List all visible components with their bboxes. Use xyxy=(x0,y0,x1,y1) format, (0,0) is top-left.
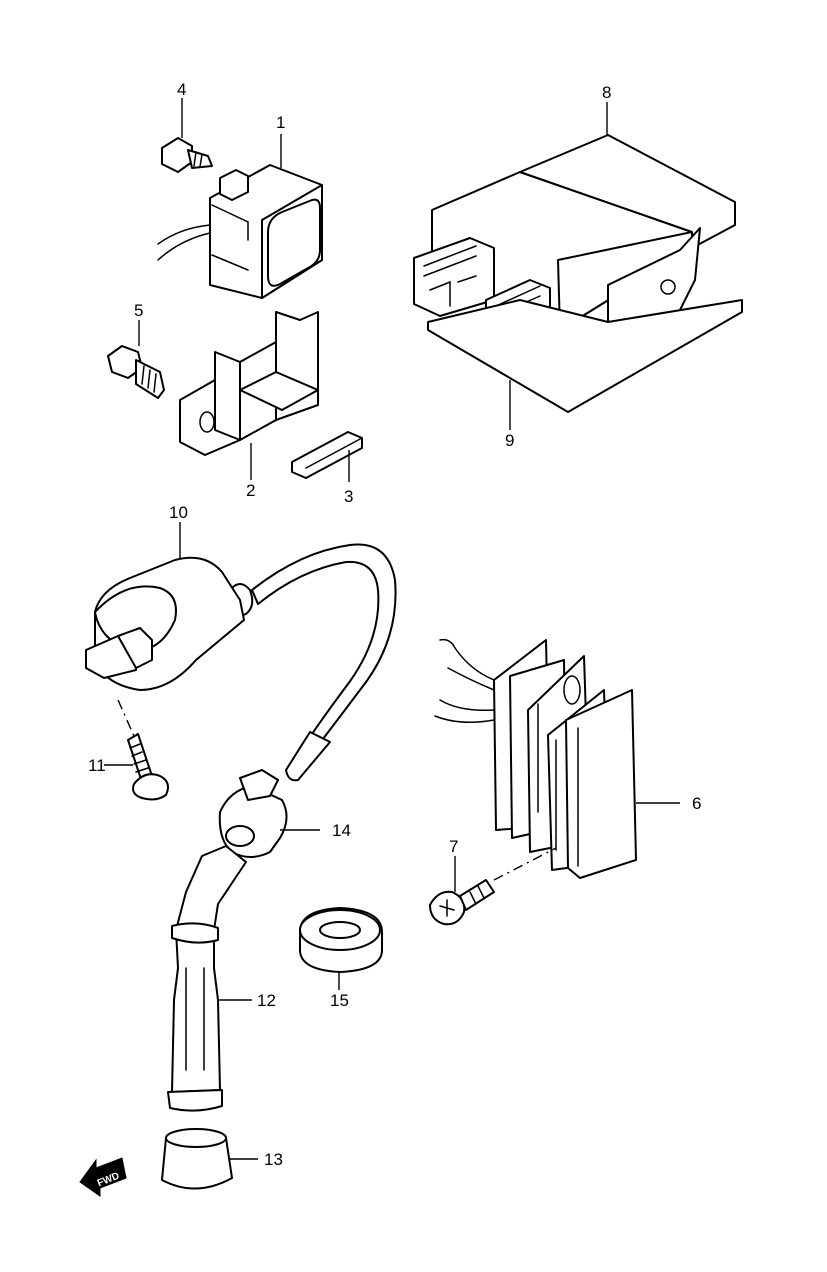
part-13-cap[interactable] xyxy=(161,1128,258,1190)
part-5-bolt[interactable] xyxy=(107,320,165,399)
part-2-bracket[interactable] xyxy=(179,311,319,480)
part-10-ignition-coil[interactable] xyxy=(85,522,397,782)
callout-14: 14 xyxy=(332,821,351,840)
callout-10: 10 xyxy=(169,503,188,522)
part-3-tube[interactable] xyxy=(291,431,363,482)
callout-2: 2 xyxy=(246,481,255,500)
part-11-screw[interactable] xyxy=(104,699,169,801)
part-14-cap-connector[interactable] xyxy=(218,769,320,858)
part-1-relay[interactable] xyxy=(157,134,323,299)
callout-15: 15 xyxy=(330,991,349,1010)
part-7-screw[interactable] xyxy=(429,847,557,926)
callout-12: 12 xyxy=(257,991,276,1010)
part-9-pad[interactable] xyxy=(427,299,743,430)
callout-13: 13 xyxy=(264,1150,283,1169)
callout-7: 7 xyxy=(449,837,458,856)
part-6-regulator[interactable] xyxy=(434,638,680,879)
callout-8: 8 xyxy=(602,83,611,102)
callout-1: 1 xyxy=(276,113,285,132)
callout-5: 5 xyxy=(134,301,143,320)
callout-9: 9 xyxy=(505,431,514,450)
callout-4: 4 xyxy=(177,80,186,99)
callout-3: 3 xyxy=(344,487,353,506)
callout-11: 11 xyxy=(88,756,106,775)
fwd-arrow-icon: FWD xyxy=(79,1157,127,1197)
callout-6: 6 xyxy=(692,794,701,813)
part-4-bolt[interactable] xyxy=(161,98,213,173)
part-15-grommet[interactable] xyxy=(299,907,383,990)
part-8-ecu-box[interactable] xyxy=(413,102,736,349)
part-12-plug-cap[interactable] xyxy=(167,845,252,1112)
